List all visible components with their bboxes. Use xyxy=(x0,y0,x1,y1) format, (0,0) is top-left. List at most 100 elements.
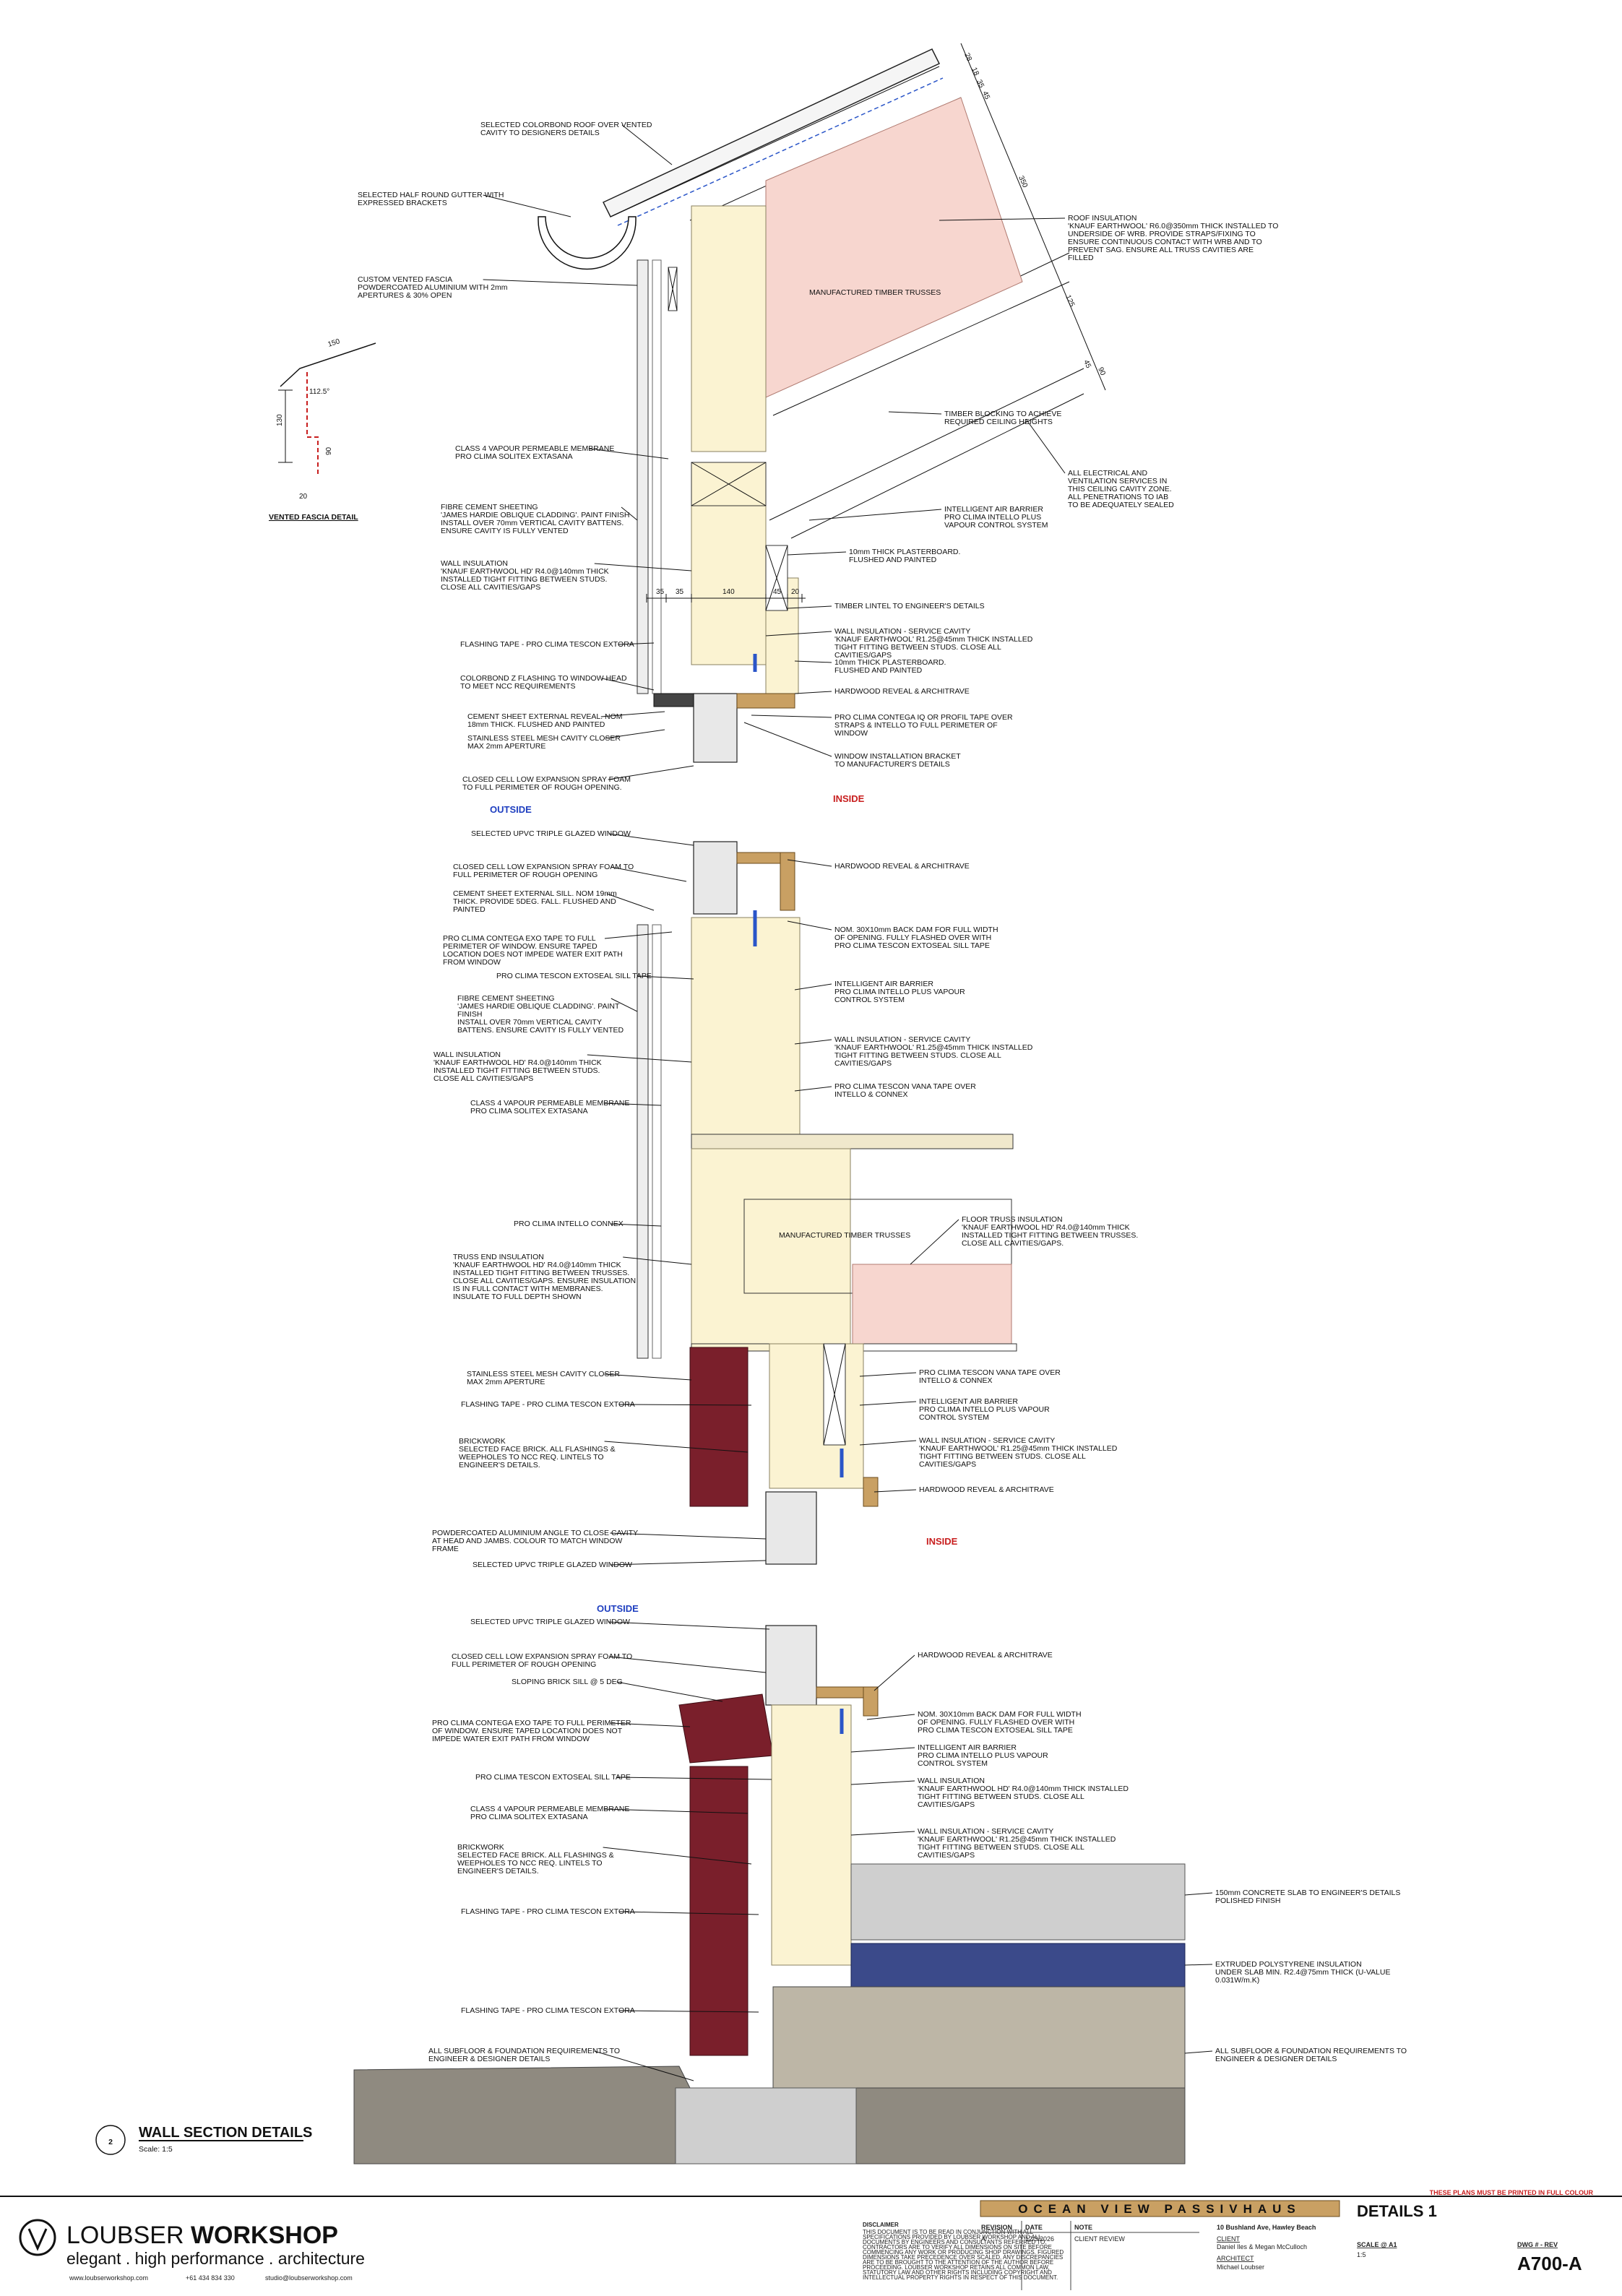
outside-label-top: OUTSIDE xyxy=(490,804,532,815)
disclaimer-title: DISCLAIMER xyxy=(863,2222,899,2228)
labels-top-callout-21: PRO CLIMA CONTEGA IQ OR PROFIL TAPE OVER… xyxy=(834,713,1013,738)
svg-text:18: 18 xyxy=(970,66,980,77)
svg-text:112.5°: 112.5° xyxy=(309,388,329,396)
concrete-slab xyxy=(850,1863,1186,1941)
print-note: THESE PLANS MUST BE PRINTED IN FULL COLO… xyxy=(1430,2189,1594,2196)
brick-veneer-bottom xyxy=(689,1766,749,2056)
title-block: THESE PLANS MUST BE PRINTED IN FULL COLO… xyxy=(0,2189,1622,2290)
svg-text:125: 125 xyxy=(1064,294,1076,308)
firm-email: studio@loubserworkshop.com xyxy=(265,2274,353,2282)
labels-bottom-callout-17: ALL SUBFLOOR & FOUNDATION REQUIREMENTS T… xyxy=(1215,2047,1407,2063)
outside-label-mid: OUTSIDE xyxy=(597,1603,639,1614)
disclaimer-text: THIS DOCUMENT IS TO BE READ IN CONJUNCTI… xyxy=(863,2229,1064,2281)
compacted-fill xyxy=(772,1986,1186,2092)
labels-mid-callout-0: SELECTED UPVC TRIPLE GLAZED WINDOW xyxy=(471,829,631,838)
svg-text:150: 150 xyxy=(327,337,342,349)
vented-fascia-title: VENTED FASCIA DETAIL xyxy=(269,513,358,522)
dim-45: 45 xyxy=(773,588,782,596)
svg-text:35: 35 xyxy=(975,79,985,90)
labels-mid-callout-25: HARDWOOD REVEAL & ARCHITRAVE xyxy=(919,1485,1054,1494)
dim-35a: 35 xyxy=(656,588,665,596)
scale-value: 1:5 xyxy=(1357,2251,1366,2258)
floor-junction-detail xyxy=(637,841,1017,1565)
half-round-gutter xyxy=(538,216,637,270)
labels-mid-callout-15: HARDWOOD REVEAL & ARCHITRAVE xyxy=(834,862,970,871)
dim-140: 140 xyxy=(722,588,735,596)
revision-header: REVISION xyxy=(981,2224,1012,2231)
labels-mid-callout-21: FLOOR TRUSS INSULATION'KNAUF EARTHWOOL H… xyxy=(962,1215,1138,1248)
scale-label: SCALE @ A1 xyxy=(1357,2241,1397,2248)
firm-tagline: elegant . high performance . architectur… xyxy=(66,2249,365,2268)
dim-35b: 35 xyxy=(676,588,684,596)
svg-text:20: 20 xyxy=(299,493,308,501)
svg-text:90: 90 xyxy=(325,446,333,455)
inside-label-top: INSIDE xyxy=(833,793,865,804)
labels-top-callout-16: 10mm THICK PLASTERBOARD.FLUSHED AND PAIN… xyxy=(849,548,960,564)
date-value: 12/3/2026 xyxy=(1025,2235,1054,2243)
dim-20: 20 xyxy=(791,588,800,596)
revision-value: A xyxy=(981,2235,985,2243)
labels-mid-callout-5: FIBRE CEMENT SHEETING'JAMES HARDIE OBLIQ… xyxy=(457,994,624,1035)
labels-mid-callout-11: FLASHING TAPE - PRO CLIMA TESCON EXTORA xyxy=(461,1400,635,1409)
project-address: 10 Bushland Ave, Hawley Beach xyxy=(1217,2224,1316,2231)
labels-top-callout-19: 10mm THICK PLASTERBOARD.FLUSHED AND PAIN… xyxy=(834,658,946,675)
labels-bottom-callout-13: WALL INSULATION'KNAUF EARTHWOOL HD' R4.0… xyxy=(918,1777,1129,1809)
section-number: 2 xyxy=(108,2138,113,2146)
labels-bottom-callout-4: PRO CLIMA TESCON EXTOSEAL SILL TAPE xyxy=(475,1773,631,1782)
labels-top-callout-11: ROOF INSULATION'KNAUF EARTHWOOL' R6.0@35… xyxy=(1068,214,1278,262)
note-header: NOTE xyxy=(1074,2224,1092,2231)
labels-top-callout-6: FLASHING TAPE - PRO CLIMA TESCON EXTORA xyxy=(460,640,634,649)
project-name: OCEAN VIEW PASSIVHAUS xyxy=(1018,2202,1301,2216)
client-label: CLIENT xyxy=(1217,2235,1241,2243)
labels-mid-callout-4: PRO CLIMA TESCON EXTOSEAL SILL TAPE xyxy=(496,972,652,980)
firm-name: LOUBSER WORKSHOP xyxy=(66,2222,338,2249)
roof-insulation-zone xyxy=(765,97,1023,398)
labels-mid-callout-20: MANUFACTURED TIMBER TRUSSES xyxy=(779,1231,910,1240)
project-band xyxy=(980,2200,1340,2217)
labels-bottom-callout-8: FLASHING TAPE - PRO CLIMA TESCON EXTORA xyxy=(461,2006,635,2015)
client-value: Daniel Iles & Megan McCulloch xyxy=(1217,2243,1307,2250)
sheet-title: DETAILS 1 xyxy=(1357,2202,1437,2220)
note-value: CLIENT REVIEW xyxy=(1074,2235,1125,2243)
labels-bottom-callout-0: SELECTED UPVC TRIPLE GLAZED WINDOW xyxy=(470,1618,630,1626)
inside-label-mid: INSIDE xyxy=(926,1536,958,1547)
labels-bottom-callout-10: HARDWOOD REVEAL & ARCHITRAVE xyxy=(918,1651,1053,1660)
architect-label: ARCHITECT xyxy=(1217,2255,1254,2262)
dwg-label: DWG # - REV xyxy=(1517,2241,1558,2248)
labels-bottom-callout-3: PRO CLIMA CONTEGA EXO TAPE TO FULL PERIM… xyxy=(432,1719,631,1743)
labels-top-callout-4: FIBRE CEMENT SHEETING'JAMES HARDIE OBLIQ… xyxy=(441,503,630,535)
window-sill-frame xyxy=(693,841,738,915)
brick-sill xyxy=(678,1693,774,1764)
labels-bottom: SELECTED UPVC TRIPLE GLAZED WINDOWCLOSED… xyxy=(428,1618,1407,2081)
svg-text:130: 130 xyxy=(276,414,284,426)
labels-mid-callout-14: SELECTED UPVC TRIPLE GLAZED WINDOW xyxy=(473,1561,632,1569)
svg-text:45: 45 xyxy=(980,90,991,101)
section-number-bubble xyxy=(95,2125,126,2155)
labels-top-callout-5: WALL INSULATION'KNAUF EARTHWOOL HD' R4.0… xyxy=(441,559,609,592)
labels-top-callout-17: TIMBER LINTEL TO ENGINEER'S DETAILS xyxy=(834,602,985,610)
roof-dimensions: 28 18 35 45 350 125 45 90 xyxy=(960,43,1107,391)
labels-mid-callout-13: POWDERCOATED ALUMINIUM ANGLE TO CLOSE CA… xyxy=(432,1529,638,1553)
strip-footing xyxy=(675,2087,857,2165)
svg-text:45: 45 xyxy=(1082,359,1092,370)
